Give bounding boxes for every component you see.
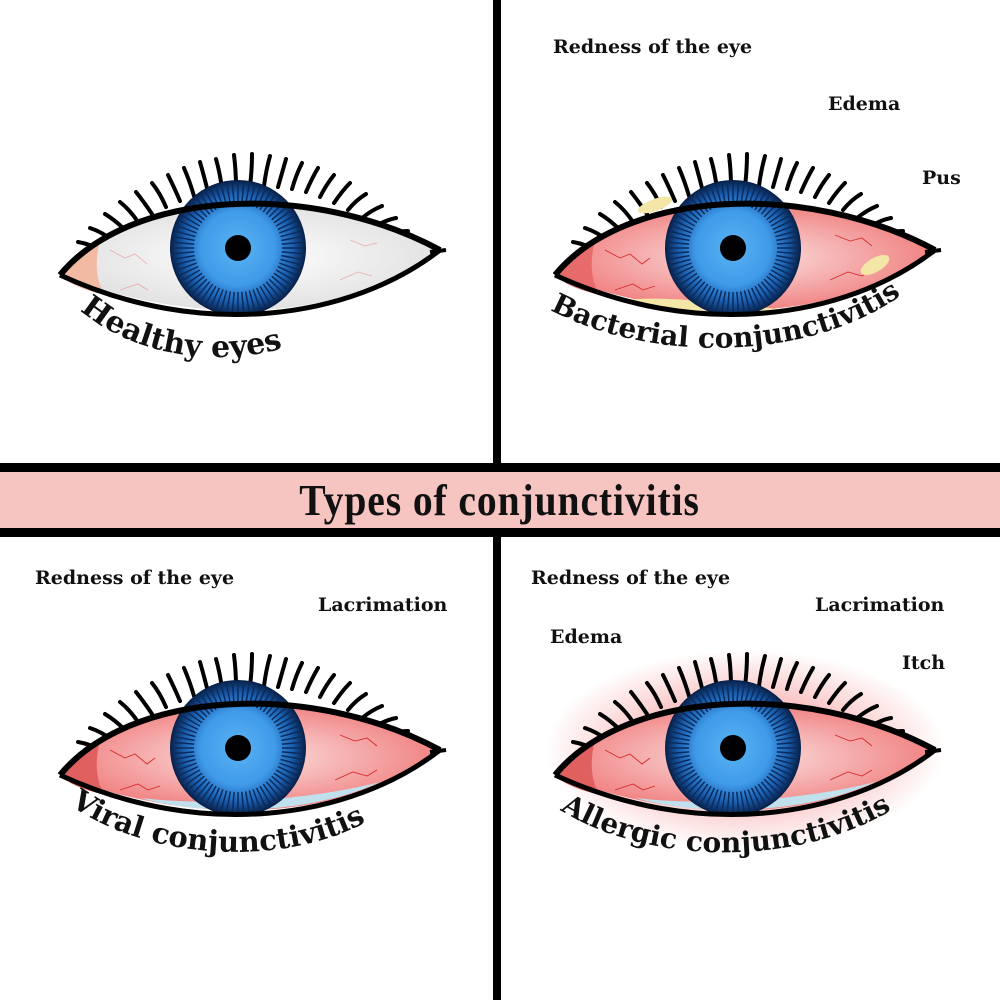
label-edema: Edema [828, 93, 901, 115]
label-lacrimation: Lacrimation [318, 594, 448, 616]
bacterial-eye-illustration: Bacterial conjunctivitis [547, 152, 942, 355]
viral-eye-illustration: Viral conjunctivitis [57, 652, 447, 859]
label-lacrimation: Lacrimation [815, 594, 945, 616]
page-title: Types of conjunctivitis [299, 475, 701, 525]
label-redness: Redness of the eye [35, 567, 235, 589]
divider-vertical-top [493, 0, 501, 465]
label-edema: Edema [550, 626, 623, 648]
label-itch: Itch [902, 652, 946, 674]
label-pus: Pus [922, 167, 961, 189]
label-redness: Redness of the eye [531, 567, 731, 589]
healthy-eye-illustration: Healthy eyes [57, 152, 447, 365]
title-banner: Types of conjunctivitis [0, 463, 1000, 537]
divider-vertical-bottom [493, 535, 501, 1000]
allergic-eye-illustration: Allergic conjunctivitis [545, 650, 945, 859]
label-redness: Redness of the eye [553, 36, 753, 58]
